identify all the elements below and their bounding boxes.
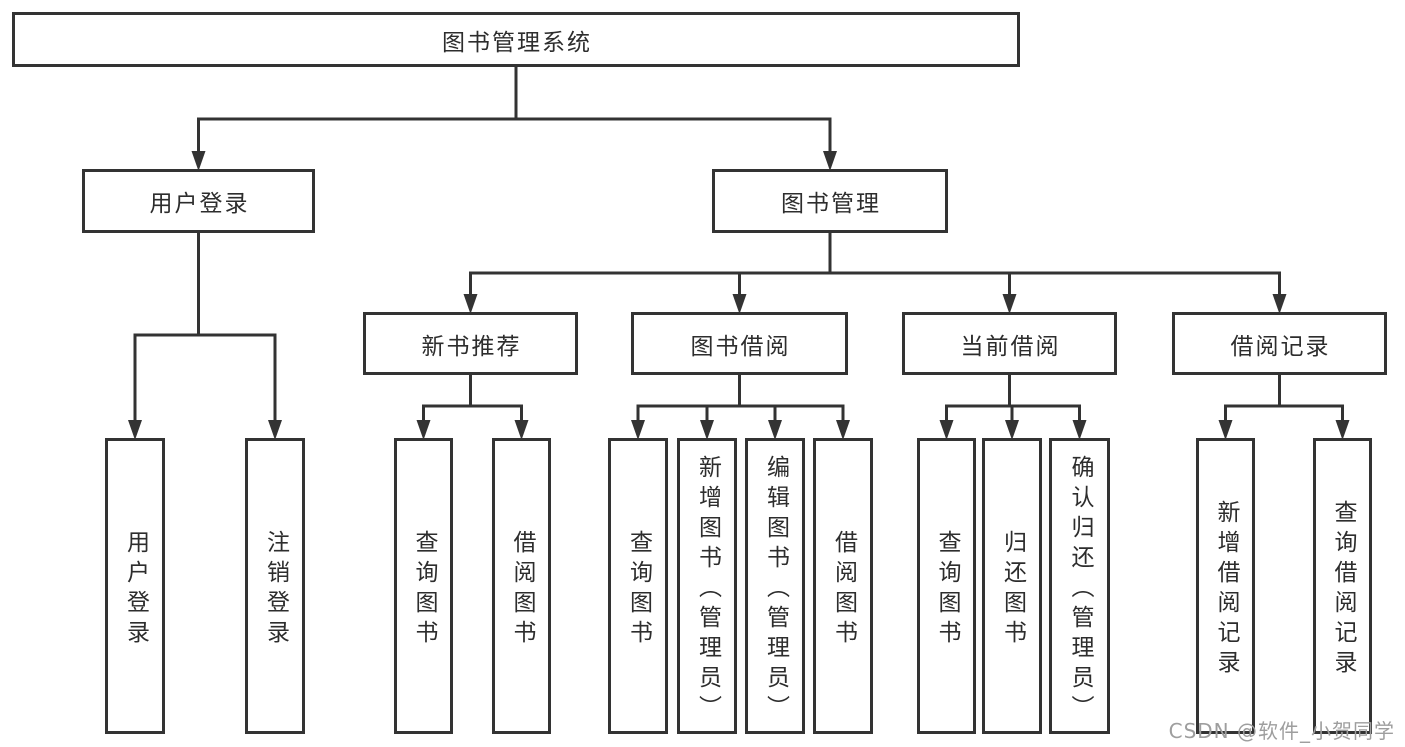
- label-root: 图书管理系统: [442, 29, 592, 56]
- node-borrow-record: 借阅记录: [1172, 312, 1387, 375]
- node-leaf-bb-edit: 编辑图书（管理员）: [745, 438, 805, 734]
- label-user-login: 用户登录: [149, 191, 250, 217]
- edge-current-borrow: [945, 373, 1081, 424]
- edge-new-book-recommend: [422, 373, 523, 424]
- node-current-borrow: 当前借阅: [902, 312, 1117, 375]
- node-leaf-cb-return: 归还图书: [982, 438, 1042, 734]
- edge-user-login: [133, 231, 277, 424]
- label-leaf-cb-return: 归还图书: [999, 529, 1026, 650]
- label-new-book-recommend: 新书推荐: [421, 333, 522, 360]
- node-user-login: 用户登录: [82, 169, 315, 233]
- arrowhead-icon: [768, 420, 782, 440]
- arrowhead-icon: [463, 294, 478, 314]
- edge-book-borrow: [636, 373, 845, 424]
- arrowhead-icon: [268, 420, 282, 440]
- node-leaf-br-add: 新增借阅记录: [1196, 438, 1255, 734]
- arrowhead-icon: [732, 294, 747, 314]
- arrowhead-icon: [631, 420, 645, 440]
- node-leaf-bb-query: 查询图书: [608, 438, 668, 734]
- node-leaf-bb-add: 新增图书（管理员）: [677, 438, 737, 734]
- label-leaf-bb-query: 查询图书: [625, 529, 652, 650]
- label-leaf-bb-add: 新增图书（管理员）: [694, 454, 721, 725]
- arrowhead-icon: [1218, 420, 1233, 440]
- label-leaf-br-query: 查询借阅记录: [1330, 499, 1356, 680]
- arrowhead-icon: [939, 420, 954, 440]
- label-leaf-cb-query: 查询图书: [934, 529, 960, 650]
- arrowhead-icon: [1002, 294, 1017, 314]
- label-leaf-br-add: 新增借阅记录: [1213, 499, 1239, 680]
- node-leaf-user-login: 用户登录: [105, 438, 165, 734]
- label-leaf-nb-borrow: 借阅图书: [509, 529, 535, 650]
- node-new-book-recommend: 新书推荐: [363, 312, 578, 375]
- node-leaf-cb-query: 查询图书: [917, 438, 976, 734]
- label-book-borrow: 图书借阅: [690, 333, 791, 360]
- label-book-management: 图书管理: [781, 191, 881, 217]
- edge-borrow-record: [1224, 373, 1344, 424]
- node-leaf-nb-query: 查询图书: [394, 438, 453, 734]
- watermark: CSDN @软件_小贺同学: [1168, 719, 1395, 743]
- arrowhead-icon: [191, 151, 206, 171]
- node-leaf-nb-borrow: 借阅图书: [492, 438, 551, 734]
- label-leaf-nb-query: 查询图书: [411, 529, 437, 650]
- label-current-borrow: 当前借阅: [960, 333, 1061, 360]
- label-leaf-bb-borrow: 借阅图书: [830, 529, 857, 650]
- arrowhead-icon: [1335, 420, 1350, 440]
- arrowhead-icon: [416, 420, 431, 440]
- node-book-management: 图书管理: [712, 169, 948, 233]
- node-book-borrow: 图书借阅: [631, 312, 848, 375]
- node-root: 图书管理系统: [12, 12, 1020, 67]
- arrowhead-icon: [1005, 420, 1019, 440]
- node-leaf-logout: 注销登录: [245, 438, 305, 734]
- label-leaf-cb-confirm: 确认归还（管理员）: [1067, 454, 1093, 725]
- label-leaf-bb-edit: 编辑图书（管理员）: [762, 454, 789, 725]
- arrowhead-icon: [823, 151, 837, 171]
- arrowhead-icon: [700, 420, 714, 440]
- node-leaf-bb-borrow: 借阅图书: [813, 438, 873, 734]
- arrowhead-icon: [128, 420, 142, 440]
- label-leaf-user-login: 用户登录: [122, 529, 149, 650]
- arrowhead-icon: [514, 420, 529, 440]
- node-leaf-br-query: 查询借阅记录: [1313, 438, 1372, 734]
- arrowhead-icon: [1272, 294, 1287, 314]
- arrowhead-icon: [1072, 420, 1087, 440]
- edge-book-management: [469, 231, 1281, 298]
- label-leaf-logout: 注销登录: [262, 529, 289, 650]
- node-leaf-cb-confirm: 确认归还（管理员）: [1049, 438, 1110, 734]
- edge-root: [197, 65, 832, 155]
- arrowhead-icon: [836, 420, 850, 440]
- label-borrow-record: 借阅记录: [1230, 333, 1331, 360]
